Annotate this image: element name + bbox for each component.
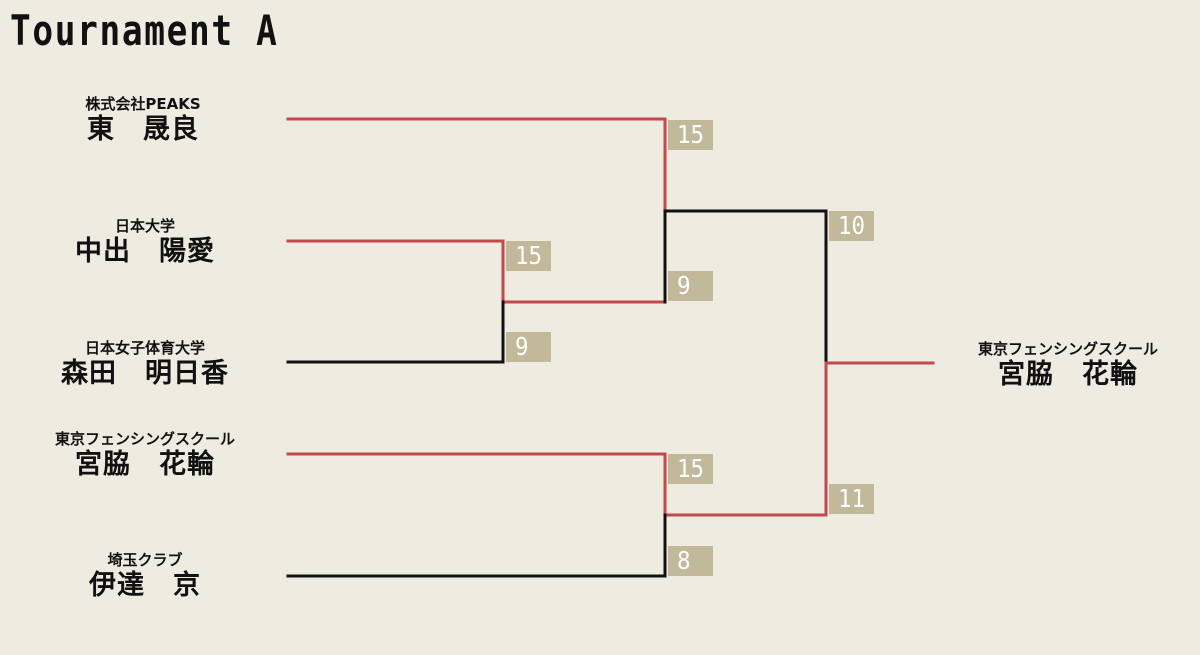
champion: 東京フェンシングスクール 宮脇 花輪	[938, 340, 1198, 392]
line-date	[286, 513, 667, 578]
player-team: 株式会社PEAKS	[85, 95, 201, 113]
champion-team: 東京フェンシングスクール	[977, 340, 1158, 358]
player-name: 森田 明日香	[61, 358, 229, 389]
line-miyawaki	[286, 361, 935, 517]
score-final-bottom: 11	[829, 484, 874, 514]
score-sf2-date: 8	[668, 546, 713, 576]
player-higashi: 株式会社PEAKS 東 晟良	[13, 95, 273, 147]
score-sf2-miyawaki: 15	[668, 454, 713, 484]
line-morita	[286, 300, 505, 364]
score-sf1-higashi: 15	[668, 120, 713, 150]
line-higashi	[286, 117, 667, 213]
player-miyawaki: 東京フェンシングスクール 宮脇 花輪	[15, 430, 275, 482]
player-name: 中出 陽愛	[75, 236, 215, 267]
player-name: 伊達 京	[89, 570, 201, 601]
player-name: 宮脇 花輪	[75, 449, 215, 480]
score-r1-nakade: 15	[506, 241, 551, 271]
score-sf1-nakade: 9	[668, 271, 713, 301]
player-morita: 日本女子体育大学 森田 明日香	[15, 339, 275, 391]
player-team: 埼玉クラブ	[107, 551, 183, 569]
line-nakade	[286, 239, 667, 304]
champion-name: 宮脇 花輪	[998, 359, 1138, 390]
score-r1-morita: 9	[506, 332, 551, 362]
player-date: 埼玉クラブ 伊達 京	[15, 551, 275, 603]
player-team: 日本女子体育大学	[84, 339, 205, 357]
player-name: 東 晟良	[87, 114, 199, 145]
page-title: Tournament A	[10, 6, 279, 55]
line-final-top	[663, 209, 828, 365]
player-team: 東京フェンシングスクール	[54, 430, 235, 448]
player-team: 日本大学	[114, 217, 175, 235]
score-final-top: 10	[829, 211, 874, 241]
player-nakade: 日本大学 中出 陽愛	[15, 217, 275, 269]
